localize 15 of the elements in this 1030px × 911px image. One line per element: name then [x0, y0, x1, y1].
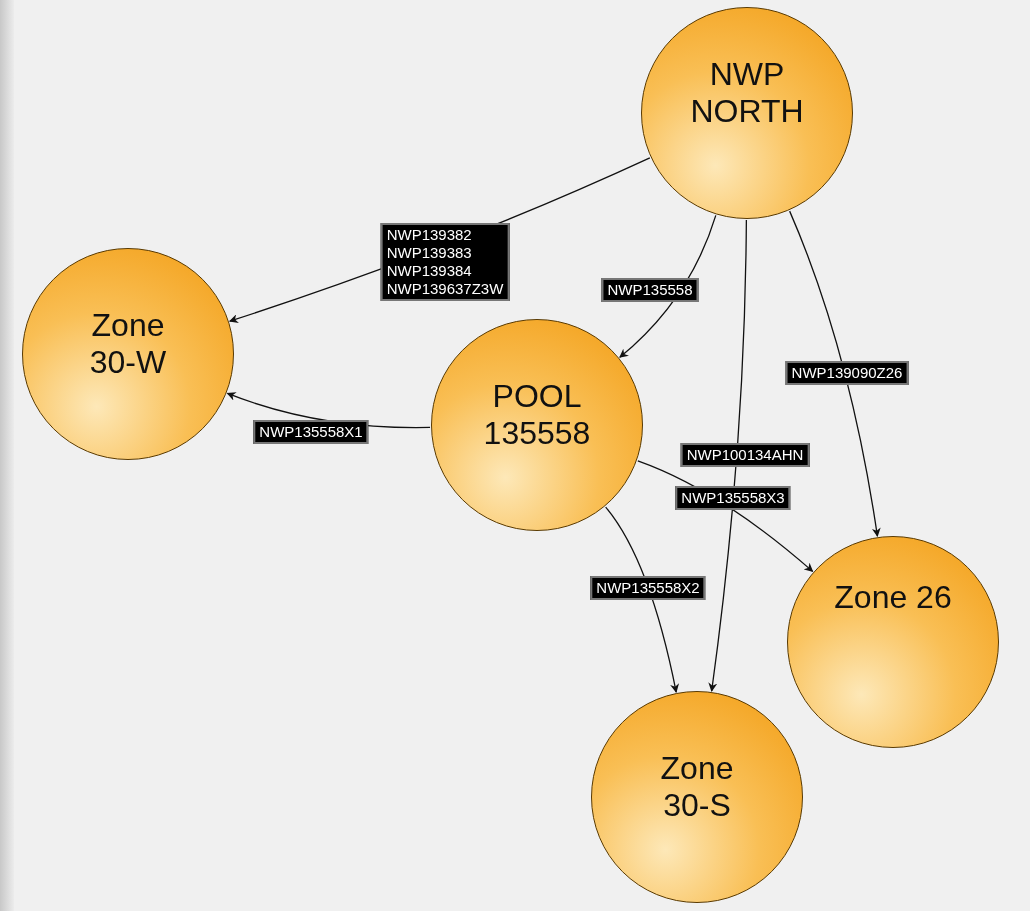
node-label: Zone 30-W — [88, 307, 168, 381]
arrow — [708, 219, 747, 692]
node-label: NWP NORTH — [689, 56, 805, 130]
edge-label: NWP135558X2 — [590, 576, 706, 600]
arrow — [789, 210, 881, 538]
node-label: POOL 135558 — [482, 378, 592, 452]
node-label: Zone 26 — [833, 578, 953, 616]
node-label: Zone 30-S — [659, 750, 735, 824]
arrow — [605, 506, 679, 693]
edge-label: NWP135558X3 — [675, 486, 791, 510]
edge-label: NWP135558X1 — [253, 420, 369, 444]
edge-label: NWP135558 — [601, 278, 699, 302]
edge-label: NWP139090Z26 — [785, 361, 909, 385]
edge-label: NWP139382 NWP139383 NWP139384 NWP139637Z3W — [380, 223, 510, 301]
edge-label: NWP100134AHN — [680, 443, 810, 467]
